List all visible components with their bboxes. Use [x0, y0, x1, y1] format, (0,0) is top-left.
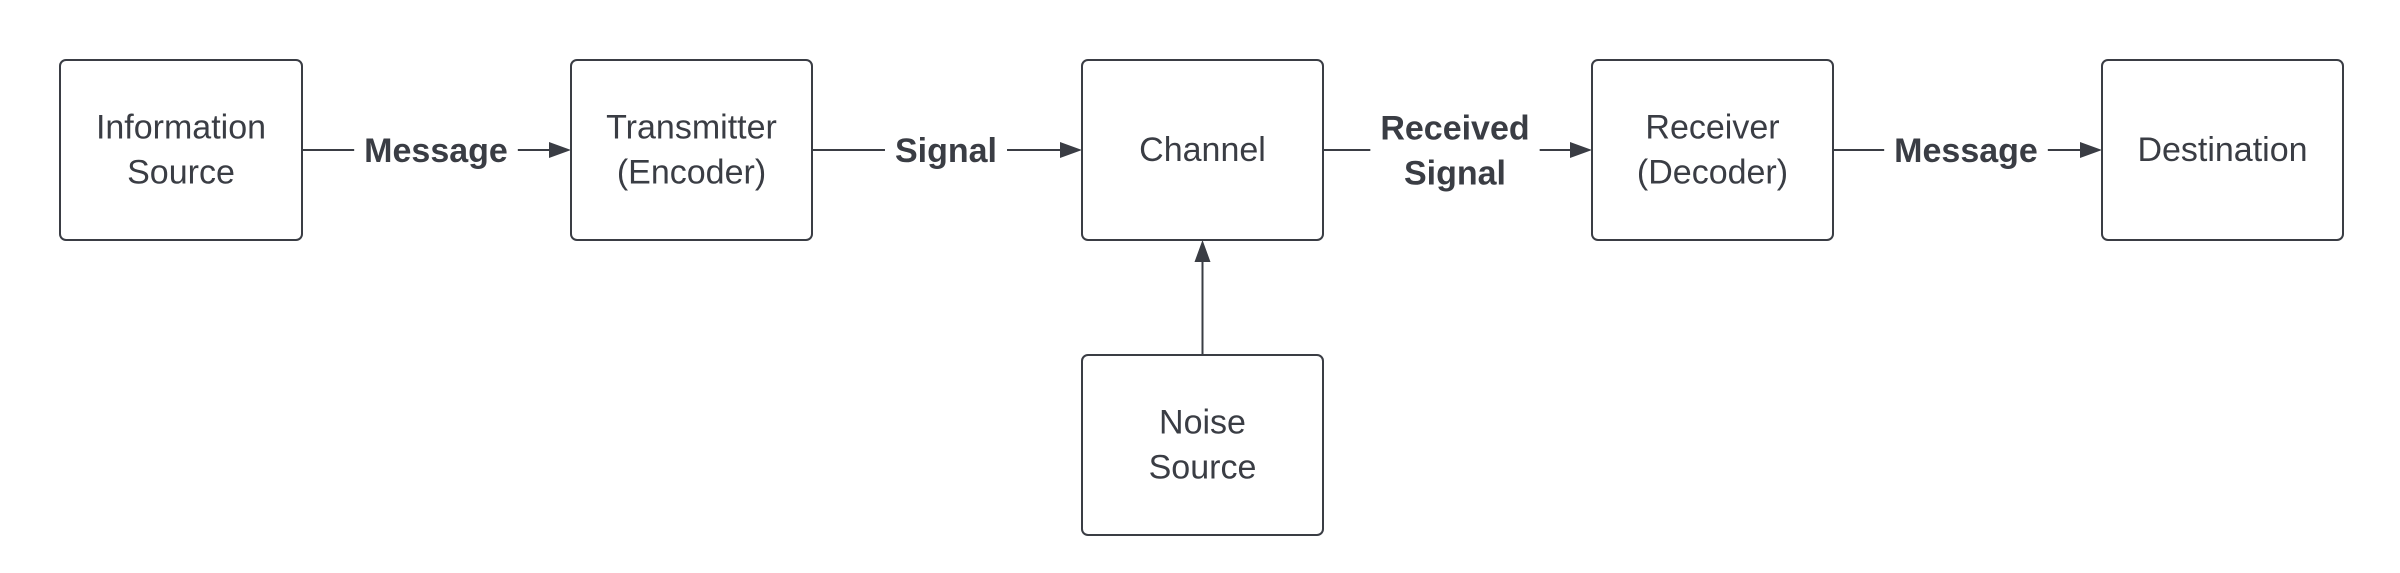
edge-information-source-to-transmitter: Message: [302, 132, 571, 170]
node-label: Receiver: [1645, 109, 1779, 147]
node-channel: Channel: [1081, 59, 1324, 241]
node-box: [1591, 59, 1834, 241]
arrowhead-icon: [1194, 240, 1211, 262]
node-box: [1081, 354, 1324, 536]
edge-receiver-to-destination: Message: [1833, 132, 2102, 170]
node-receiver: Receiver (Decoder): [1591, 59, 1834, 241]
node-label: (Encoder): [617, 154, 766, 192]
arrowhead-icon: [1570, 142, 1592, 158]
edge-transmitter-to-channel: Signal: [812, 132, 1082, 170]
node-box: [59, 59, 303, 241]
edge-label: Signal: [1404, 155, 1506, 193]
node-label: Noise: [1159, 404, 1246, 442]
arrowhead-icon: [549, 142, 571, 158]
edge-label: Received: [1380, 110, 1529, 148]
node-label: Channel: [1139, 131, 1266, 169]
node-box: [1081, 59, 1324, 241]
node-label: Destination: [2137, 131, 2307, 169]
node-label: Source: [1149, 449, 1257, 487]
arrowhead-icon: [1060, 142, 1082, 158]
edge-label: Message: [364, 132, 508, 170]
node-label: Transmitter: [606, 109, 777, 147]
node-label: (Decoder): [1637, 154, 1788, 192]
edge-label: Message: [1894, 132, 2038, 170]
edge-noise-source-to-channel: [1194, 240, 1211, 355]
node-transmitter: Transmitter (Encoder): [570, 59, 813, 241]
arrowhead-icon: [2080, 142, 2102, 158]
node-box: [570, 59, 813, 241]
node-destination: Destination: [2101, 59, 2344, 241]
node-label: Source: [127, 154, 235, 192]
node-label: Information: [96, 109, 266, 147]
edge-label: Signal: [895, 132, 997, 170]
node-box: [2101, 59, 2344, 241]
